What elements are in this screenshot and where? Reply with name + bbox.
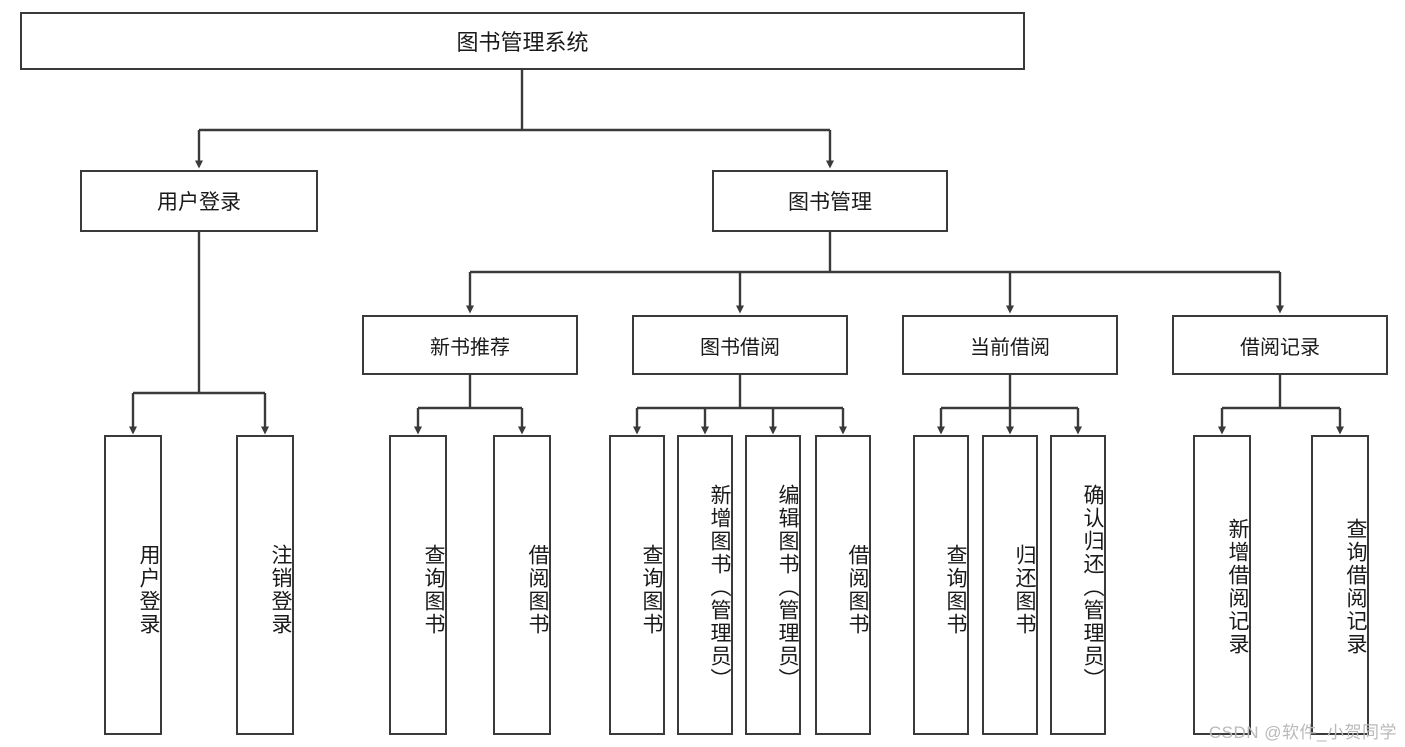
leaf-book-borrow-edit[interactable]: 编辑图书（管理员） — [745, 435, 801, 735]
leaf-borrow-record-query[interactable]: 查询借阅记录 — [1311, 435, 1369, 735]
leaf-user-login-login[interactable]: 用户登录 — [104, 435, 162, 735]
leaf-label: 注销登录 — [269, 544, 292, 636]
node-new-book-recommend-label: 新书推荐 — [430, 336, 510, 359]
leaf-book-borrow-query[interactable]: 查询图书 — [609, 435, 665, 735]
leaf-label: 借阅图书 — [526, 544, 549, 636]
node-user-login-label: 用户登录 — [157, 191, 241, 214]
leaf-user-login-logout[interactable]: 注销登录 — [236, 435, 294, 735]
leaf-current-borrow-return[interactable]: 归还图书 — [982, 435, 1038, 735]
leaf-label: 归还图书 — [1013, 544, 1036, 636]
node-book-borrow-label: 图书借阅 — [700, 336, 780, 359]
leaf-label: 编辑图书（管理员） — [776, 483, 799, 691]
leaf-label: 查询借阅记录 — [1344, 518, 1367, 656]
leaf-current-borrow-confirm[interactable]: 确认归还（管理员） — [1050, 435, 1106, 735]
leaf-label: 新增借阅记录 — [1226, 518, 1249, 656]
leaf-new-book-borrow[interactable]: 借阅图书 — [493, 435, 551, 735]
node-borrow-record[interactable]: 借阅记录 — [1172, 315, 1388, 375]
leaf-current-borrow-query[interactable]: 查询图书 — [913, 435, 969, 735]
leaf-borrow-record-add[interactable]: 新增借阅记录 — [1193, 435, 1251, 735]
leaf-book-borrow-add[interactable]: 新增图书（管理员） — [677, 435, 733, 735]
node-root-label: 图书管理系统 — [456, 30, 589, 55]
node-current-borrow[interactable]: 当前借阅 — [902, 315, 1118, 375]
leaf-label: 新增图书（管理员） — [708, 483, 731, 691]
leaf-label: 查询图书 — [422, 544, 445, 636]
leaf-label: 用户登录 — [137, 544, 160, 636]
node-book-borrow[interactable]: 图书借阅 — [632, 315, 848, 375]
leaf-book-borrow-lend[interactable]: 借阅图书 — [815, 435, 871, 735]
leaf-label: 借阅图书 — [846, 544, 869, 636]
node-book-management[interactable]: 图书管理 — [712, 170, 948, 232]
leaf-new-book-query[interactable]: 查询图书 — [389, 435, 447, 735]
node-root[interactable]: 图书管理系统 — [20, 12, 1025, 70]
leaf-label: 查询图书 — [640, 544, 663, 636]
node-current-borrow-label: 当前借阅 — [970, 336, 1050, 359]
leaf-label: 查询图书 — [944, 544, 967, 636]
leaf-label: 确认归还（管理员） — [1081, 483, 1104, 691]
node-borrow-record-label: 借阅记录 — [1240, 336, 1320, 359]
node-book-management-label: 图书管理 — [788, 191, 872, 214]
node-user-login[interactable]: 用户登录 — [80, 170, 318, 232]
node-new-book-recommend[interactable]: 新书推荐 — [362, 315, 578, 375]
